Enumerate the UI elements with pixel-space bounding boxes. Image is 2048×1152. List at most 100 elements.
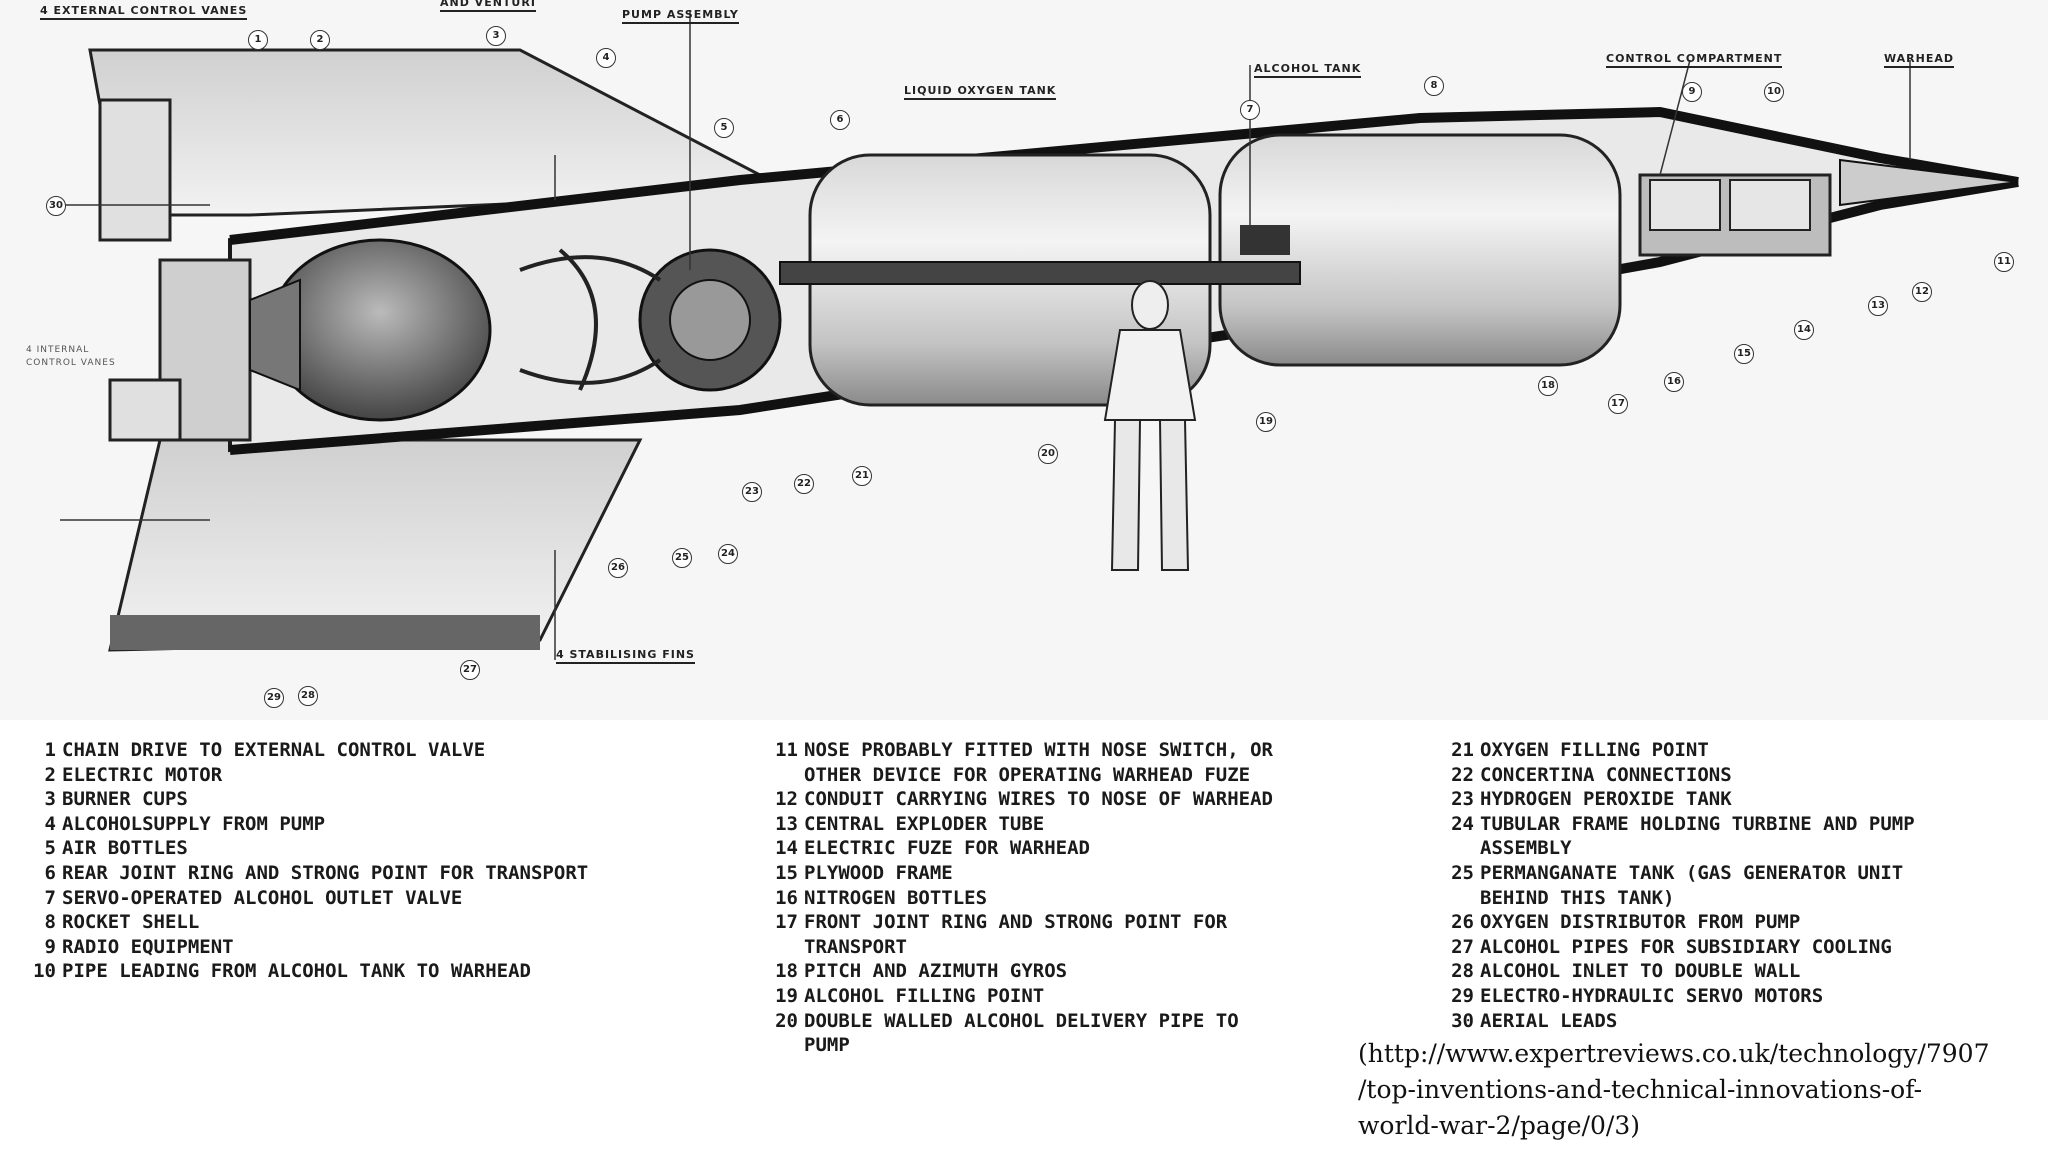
legend-item-11-continued: OTHER DEVICE FOR OPERATING WARHEAD FUZE bbox=[804, 763, 1251, 786]
callout-4: 4 bbox=[596, 48, 616, 68]
venturi-nozzle bbox=[249, 278, 301, 392]
callout-23: 23 bbox=[742, 482, 762, 502]
callout-14: 14 bbox=[1794, 320, 1814, 340]
liquid-oxygen-tank-label: LIQUID OXYGEN TANK bbox=[904, 84, 1057, 100]
callout-27: 27 bbox=[460, 660, 480, 680]
upper-skin-edge bbox=[229, 106, 2019, 245]
radio-equipment bbox=[1649, 179, 1721, 231]
callout-6: 6 bbox=[830, 110, 850, 130]
legend-item-20-continued: PUMP bbox=[804, 1034, 850, 1057]
alcohol-outlet-valve bbox=[1240, 225, 1290, 255]
callout-1: 1 bbox=[248, 30, 268, 50]
source-line-1: (http://www.expertreviews.co.uk/technolo… bbox=[1358, 1039, 1990, 1068]
gyro-unit bbox=[1729, 179, 1811, 231]
control-compartment-label: CONTROL COMPARTMENT bbox=[1606, 52, 1783, 68]
callout-29: 29 bbox=[264, 688, 284, 708]
legend-item-17-continued: TRANSPORT bbox=[804, 935, 907, 958]
internal-vanes-line-1: 4 INTERNAL bbox=[26, 345, 90, 355]
callout-25: 25 bbox=[672, 548, 692, 568]
source-line-2: /top-inventions-and-technical-innovation… bbox=[1358, 1075, 1923, 1104]
internal-vanes-line-2: CONTROL VANES bbox=[26, 358, 116, 368]
callout-13: 13 bbox=[1868, 296, 1888, 316]
leader-lines bbox=[60, 10, 1911, 660]
rocket-cutaway-diagram: 4 EXTERNAL CONTROL VANES AND VENTURI PUM… bbox=[26, 0, 2019, 708]
source-line-3: world-war-2/page/0/3) bbox=[1358, 1111, 1640, 1140]
legend-item-24-continued: ASSEMBLY bbox=[1480, 837, 1572, 860]
pump-assembly-label: PUMP ASSEMBLY bbox=[622, 8, 739, 24]
external-control-vanes-label: 4 EXTERNAL CONTROL VANES bbox=[40, 4, 248, 20]
callout-12: 12 bbox=[1912, 282, 1932, 302]
callout-9: 9 bbox=[1682, 82, 1702, 102]
legend-item-25-continued: BEHIND THIS TANK) bbox=[1480, 886, 1675, 909]
rocket-cutaway-illustration bbox=[60, 10, 2019, 660]
warhead-nose bbox=[1839, 158, 2019, 207]
callout-17: 17 bbox=[1608, 394, 1628, 414]
source-citation: (http://www.expertreviews.co.uk/technolo… bbox=[1358, 1036, 2018, 1144]
callout-19: 19 bbox=[1256, 412, 1276, 432]
fin-base-shadow bbox=[110, 615, 540, 650]
callout-18: 18 bbox=[1538, 376, 1558, 396]
callout-20: 20 bbox=[1038, 444, 1058, 464]
callout-7: 7 bbox=[1240, 100, 1260, 120]
callout-28: 28 bbox=[298, 686, 318, 706]
callout-16: 16 bbox=[1664, 372, 1684, 392]
alcohol-tank-label: ALCOHOL TANK bbox=[1254, 62, 1362, 78]
callout-22: 22 bbox=[794, 474, 814, 494]
callout-21: 21 bbox=[852, 466, 872, 486]
callout-26: 26 bbox=[608, 558, 628, 578]
external-vane-upper bbox=[98, 98, 172, 242]
callout-24: 24 bbox=[718, 544, 738, 564]
callout-3: 3 bbox=[486, 26, 506, 46]
external-vane-lower bbox=[108, 378, 182, 442]
callout-15: 15 bbox=[1734, 344, 1754, 364]
warhead-label: WARHEAD bbox=[1884, 52, 1954, 68]
venturi-label: AND VENTURI bbox=[440, 0, 536, 12]
callout-2: 2 bbox=[310, 30, 330, 50]
stabilising-fins-label: 4 STABILISING FINS bbox=[556, 648, 695, 664]
internal-control-vanes-label: 4 INTERNAL CONTROL VANES bbox=[26, 344, 116, 370]
callout-5: 5 bbox=[714, 118, 734, 138]
human-scale-figure bbox=[1103, 280, 1197, 571]
callout-11: 11 bbox=[1994, 252, 2014, 272]
callout-10: 10 bbox=[1764, 82, 1784, 102]
turbine bbox=[669, 279, 751, 361]
alcohol-delivery-pipe bbox=[779, 261, 1301, 285]
combustion-chamber bbox=[268, 238, 492, 422]
callout-30: 30 bbox=[46, 196, 66, 216]
alcohol-tank bbox=[1218, 133, 1622, 367]
fuel-pipes bbox=[519, 248, 662, 391]
